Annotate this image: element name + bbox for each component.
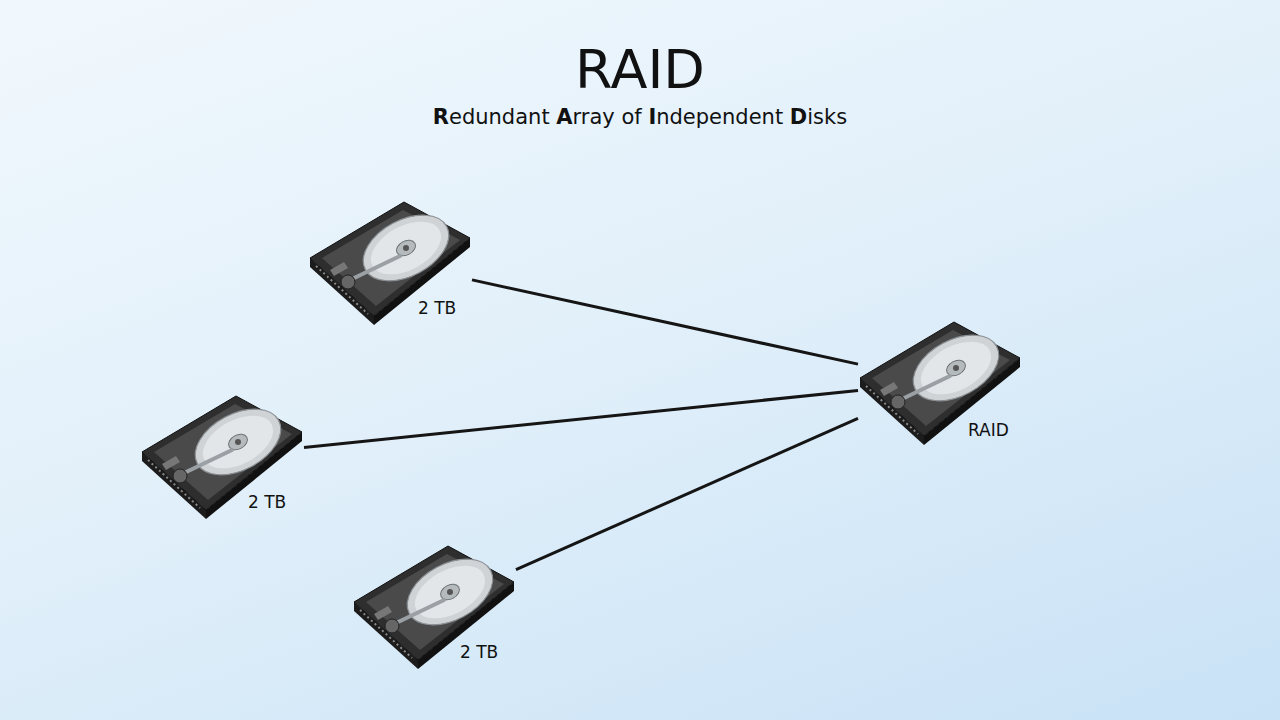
drive-label: 2 TB (458, 642, 500, 662)
connector-line (304, 391, 858, 448)
drive-label: 2 TB (416, 298, 458, 318)
drive-label: 2 TB (246, 492, 288, 512)
hard-drive: 2 TB (352, 542, 516, 670)
hard-drive: 2 TB (140, 392, 304, 520)
connector-line (516, 418, 858, 569)
connector-line (472, 280, 858, 364)
diagram-title: RAID (0, 38, 1280, 102)
hard-drive: RAID (858, 318, 1022, 446)
subtitle-text: Redundant Array of Independent Disks (0, 104, 1280, 130)
drive-label: RAID (966, 420, 1011, 440)
hard-drive: 2 TB (308, 198, 472, 326)
